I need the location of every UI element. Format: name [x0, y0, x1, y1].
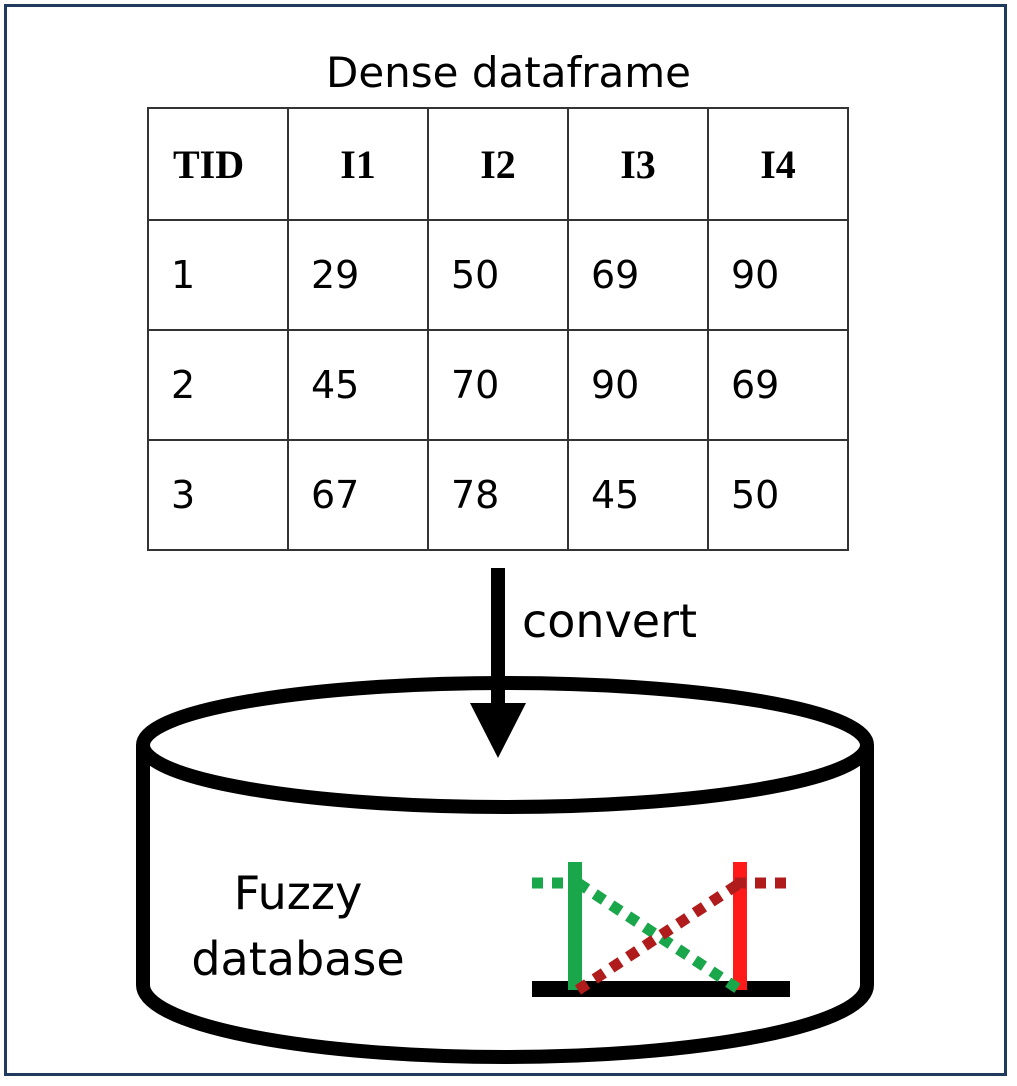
table-cell: 3 — [147, 439, 289, 551]
header-i1: I1 — [287, 107, 429, 221]
database-cylinder — [136, 676, 874, 1064]
table-header-row: TID I1 I2 I3 I4 — [147, 107, 849, 221]
table-cell: 70 — [427, 329, 569, 441]
table-cell: 90 — [567, 329, 709, 441]
table-cell: 45 — [567, 439, 709, 551]
table-title: Dense dataframe — [325, 48, 692, 97]
table-cell: 29 — [287, 219, 429, 331]
fuzzy-label-line1: Fuzzy — [233, 866, 363, 920]
header-i3: I3 — [567, 107, 709, 221]
fuzzy-label-line2: database — [191, 932, 405, 986]
table-row: 2 45 70 90 69 — [147, 329, 849, 441]
table-cell: 1 — [147, 219, 289, 331]
table-row: 1 29 50 69 90 — [147, 219, 849, 331]
header-i4: I4 — [707, 107, 849, 221]
convert-arrow — [470, 568, 526, 758]
header-tid: TID — [147, 107, 289, 221]
fuzzy-membership-icon — [532, 862, 790, 997]
table-cell: 78 — [427, 439, 569, 551]
table-row: 3 67 78 45 50 — [147, 439, 849, 551]
dense-dataframe-table: TID I1 I2 I3 I4 1 29 50 69 90 2 45 70 90… — [147, 107, 849, 551]
table-cell: 69 — [567, 219, 709, 331]
table-cell: 90 — [707, 219, 849, 331]
table-cell: 67 — [287, 439, 429, 551]
convert-label: convert — [522, 594, 698, 648]
table-cell: 50 — [427, 219, 569, 331]
table-cell: 50 — [707, 439, 849, 551]
fuzzy-database-label: Fuzzy database — [188, 860, 408, 992]
table-cell: 2 — [147, 329, 289, 441]
header-i2: I2 — [427, 107, 569, 221]
table-cell: 69 — [707, 329, 849, 441]
table-cell: 45 — [287, 329, 429, 441]
